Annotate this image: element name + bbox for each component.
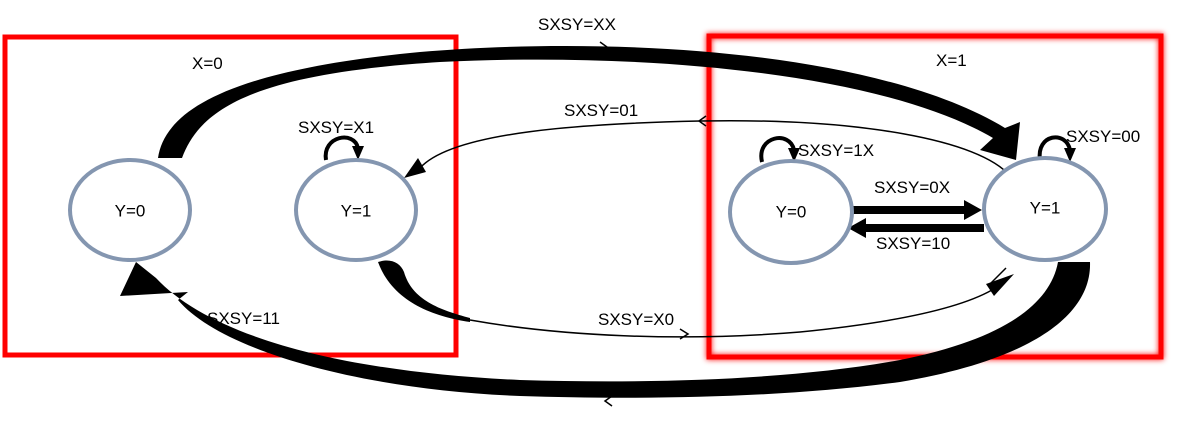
group-label-x1: X=1: [936, 51, 967, 70]
mid-chevron-xx: [599, 41, 609, 53]
self-loop-x1y0: [759, 136, 796, 163]
mid-chevron-11: [603, 395, 613, 407]
self-loop-x0y1: [323, 135, 360, 161]
transition-label-01: SXSY=01: [564, 101, 638, 120]
transition-label-11: SXSY=11: [207, 309, 280, 328]
arrowhead-x0y1: [404, 158, 426, 178]
arrow-x0y1-to-x1y1-tail: [469, 289, 993, 338]
transition-label-10: SXSY=10: [876, 234, 950, 253]
state-x0-y1: Y=1: [294, 158, 418, 262]
arrow-x0y1-to-x1y1-tip: [987, 267, 1007, 287]
state-label: Y=1: [341, 201, 372, 220]
state-label: Y=0: [115, 201, 146, 220]
arrow-x1y0-to-x1y1: [852, 200, 982, 220]
arrow-x0y1-to-x1y1: [378, 260, 470, 322]
mid-chevron-x0: [679, 328, 690, 340]
arrow-x1y1-to-x1y0: [848, 218, 984, 238]
state-x0-y0: Y=0: [68, 158, 192, 262]
self-loop-x1y0-head: [788, 148, 800, 162]
transition-label-0x: SXSY=0X: [874, 178, 950, 197]
self-loop-x0y1-head: [352, 146, 364, 160]
transition-label-x0: SXSY=X0: [598, 310, 674, 329]
arrow-x1y1-to-x0y1: [419, 119, 1011, 177]
state-x1-y0: Y=0: [728, 159, 854, 265]
arrowhead-x1y1-bottom: [986, 274, 1014, 296]
group-box-x0: [2, 34, 459, 358]
arrow-x0y0-to-x1y1: [158, 45, 1020, 160]
state-label: Y=0: [776, 202, 807, 221]
state-x1-y1: Y=1: [982, 156, 1108, 262]
arrow-x1y1-to-x0y0: [120, 262, 1091, 398]
group-label-x0: X=0: [192, 54, 223, 73]
transition-label-1x: SXSY=1X: [798, 141, 874, 160]
self-loop-x1y1: [1037, 135, 1072, 161]
transition-label-x1: SXSY=X1: [298, 118, 374, 137]
state-label: Y=1: [1030, 198, 1061, 217]
mid-chevron-01: [697, 115, 707, 127]
self-loop-x1y1-head: [1064, 148, 1076, 162]
transition-label-00: SXSY=00: [1066, 127, 1140, 146]
transition-label-xx: SXSY=XX: [538, 15, 616, 34]
